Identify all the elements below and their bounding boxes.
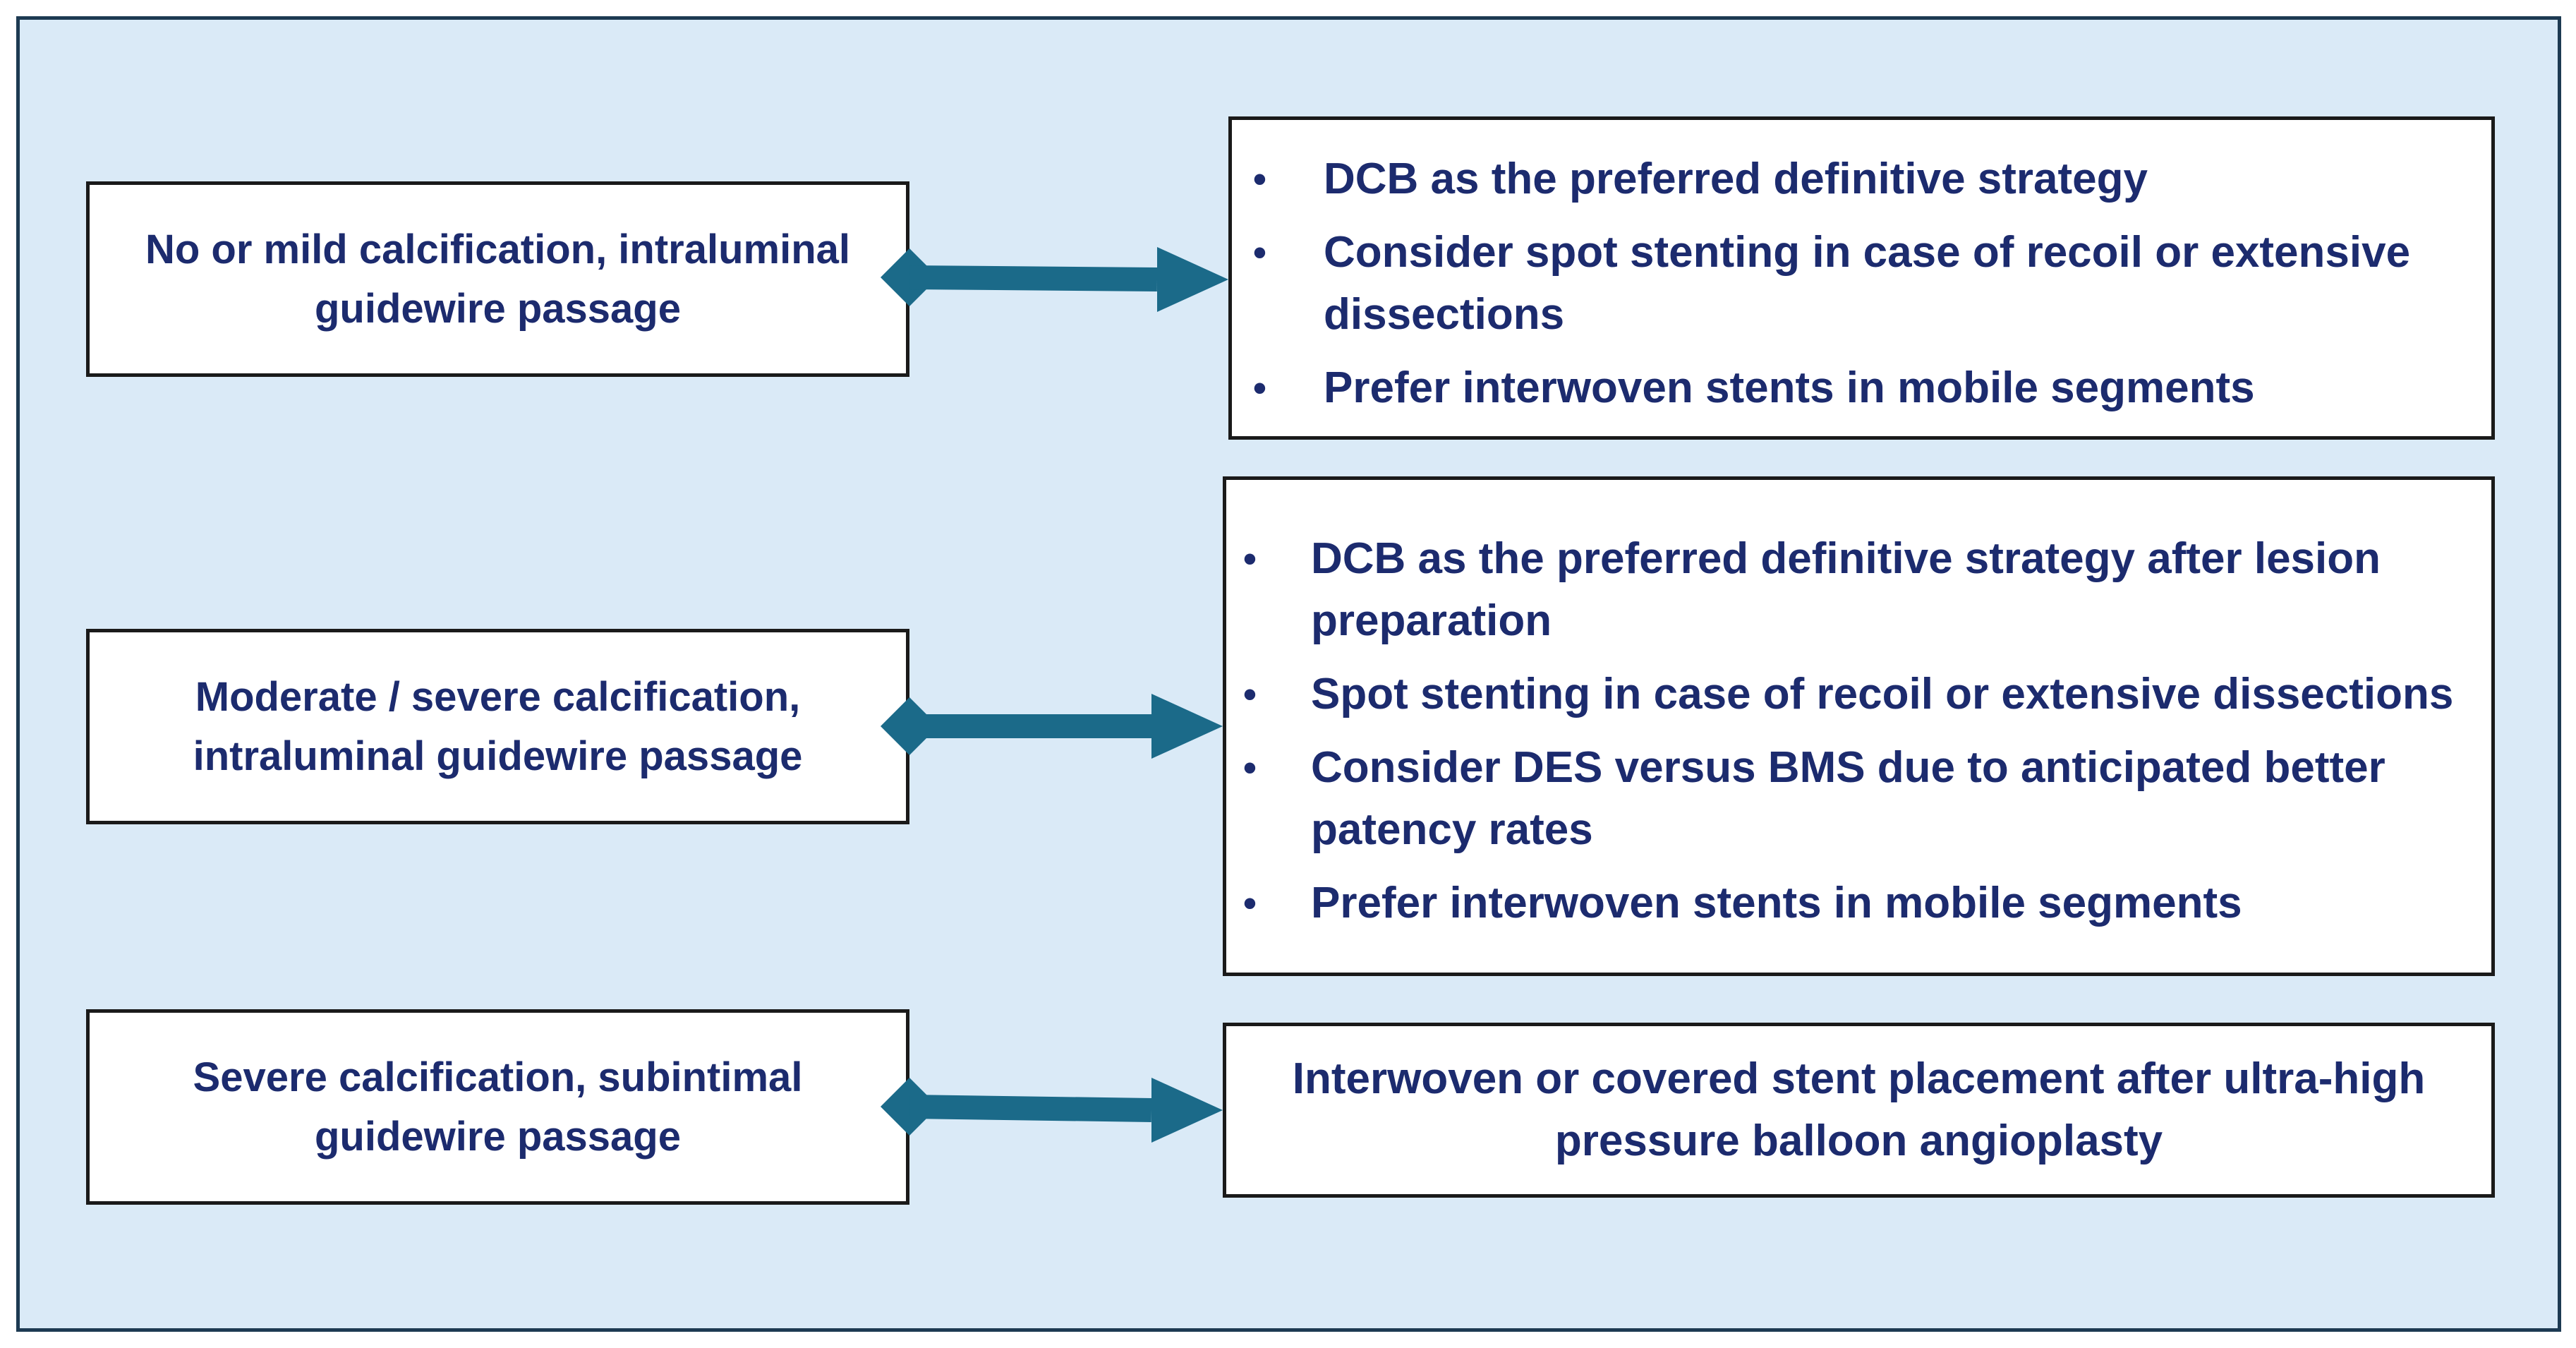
recommendation-list: • DCB as the preferred definitive strateg… bbox=[1226, 528, 2470, 934]
recommendation-box-moderate-severe: • DCB as the preferred definitive strateg… bbox=[1223, 476, 2495, 976]
bullet-icon: • bbox=[1253, 231, 1266, 274]
bullet-icon: • bbox=[1243, 538, 1257, 580]
condition-box-moderate-severe: Moderate / severe calcification, intralu… bbox=[86, 629, 909, 824]
recommendation-text: DCB as the preferred definitive strategy… bbox=[1311, 534, 2381, 645]
list-item: • DCB as the preferred definitive strateg… bbox=[1226, 528, 2470, 652]
bullet-icon: • bbox=[1243, 747, 1257, 789]
recommendation-box-mild: • DCB as the preferred definitive strateg… bbox=[1228, 116, 2495, 440]
recommendation-text: Consider DES versus BMS due to anticipat… bbox=[1311, 743, 2385, 854]
list-item: • Prefer interwoven stents in mobile segm… bbox=[1226, 872, 2470, 934]
bullet-icon: • bbox=[1243, 673, 1257, 716]
recommendation-text: DCB as the preferred definitive strategy bbox=[1324, 155, 2148, 203]
condition-box-severe-subintimal: Severe calcification, subintimal guidewi… bbox=[86, 1009, 909, 1205]
bullet-icon: • bbox=[1253, 367, 1266, 409]
list-item: • DCB as the preferred definitive strateg… bbox=[1232, 148, 2463, 210]
recommendation-text: Consider spot stenting in case of recoil… bbox=[1324, 228, 2411, 339]
bullet-icon: • bbox=[1243, 882, 1257, 925]
list-item: • Consider DES versus BMS due to anticipa… bbox=[1226, 737, 2470, 861]
condition-label: No or mild calcification, intraluminal g… bbox=[145, 226, 851, 332]
list-item: • Prefer interwoven stents in mobile segm… bbox=[1232, 357, 2463, 419]
list-item: • Consider spot stenting in case of recoi… bbox=[1232, 222, 2463, 346]
condition-label: Severe calcification, subintimal guidewi… bbox=[193, 1054, 803, 1160]
recommendation-text: Prefer interwoven stents in mobile segme… bbox=[1311, 879, 2242, 927]
recommendation-list: • DCB as the preferred definitive strateg… bbox=[1232, 148, 2463, 419]
bullet-icon: • bbox=[1253, 158, 1266, 200]
condition-box-mild: No or mild calcification, intraluminal g… bbox=[86, 181, 909, 377]
recommendation-text: Prefer interwoven stents in mobile segme… bbox=[1324, 363, 2255, 412]
list-item: • Spot stenting in case of recoil or exte… bbox=[1226, 663, 2470, 726]
recommendation-text: Spot stenting in case of recoil or exten… bbox=[1311, 670, 2454, 718]
recommendation-box-severe-subintimal: Interwoven or covered stent placement af… bbox=[1223, 1023, 2495, 1198]
recommendation-text: Interwoven or covered stent placement af… bbox=[1292, 1054, 2426, 1165]
condition-label: Moderate / severe calcification, intralu… bbox=[193, 673, 803, 779]
